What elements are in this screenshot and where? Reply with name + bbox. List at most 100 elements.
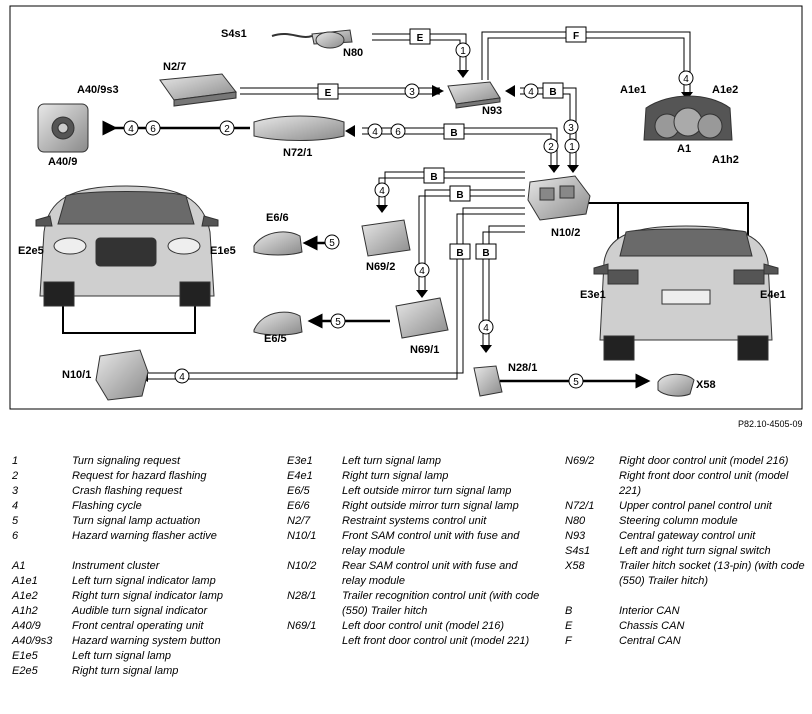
legend-key: S4s1 <box>565 545 591 557</box>
num-circle: 2 <box>548 142 554 153</box>
turn-signal-system-diagram: E F E B B B B B B 1 4 3 4 4 6 2 4 6 3 2 … <box>9 5 803 410</box>
legend-description: Left turn signal lamp <box>72 650 172 662</box>
rear-car-illustration <box>593 225 779 361</box>
upper-control-panel-illustration <box>253 115 345 141</box>
legend-description: Steering column module <box>619 515 738 527</box>
instrument-cluster-illustration <box>643 95 733 141</box>
legend-description: Left and right turn signal switch <box>619 545 771 557</box>
label-n692: N69/2 <box>366 261 395 273</box>
num-circle: 4 <box>128 124 134 135</box>
legend-key: N69/1 <box>287 620 317 632</box>
legend-description: Right door control unit (model 216) <box>619 455 789 467</box>
legend-description: Trailer hitch socket (13-pin) (with code… <box>619 560 805 587</box>
legend-description: Right turn signal lamp <box>72 665 179 677</box>
legend-key <box>287 634 342 649</box>
legend-key: 4 <box>12 500 19 512</box>
figure-reference: P82.10-4505-09 <box>738 419 803 429</box>
legend-row: S4s1 Left and right turn signal switch <box>565 544 805 559</box>
legend-key: 3 <box>12 485 19 497</box>
label-n281: N28/1 <box>508 362 537 374</box>
legend-key: A1 <box>12 560 26 572</box>
trailer-socket-illustration <box>657 373 695 397</box>
num-circle: 2 <box>224 124 230 135</box>
label-e65: E6/5 <box>264 333 287 345</box>
legend-row <box>565 589 805 604</box>
num-circle: 5 <box>573 377 579 388</box>
label-a409: A40/9 <box>48 156 77 168</box>
legend-description: Upper control panel control unit <box>619 500 772 512</box>
bus-b-label-5: B <box>456 248 463 259</box>
legend-description: Front SAM control unit with fuse and rel… <box>342 530 520 557</box>
legend-description: Rear SAM control unit with fuse and rela… <box>342 560 518 587</box>
legend-key: A1e2 <box>12 590 38 602</box>
bus-boxes: E F E B B B B B B <box>317 26 587 260</box>
legend-row: Left front door control unit (model 221) <box>287 634 542 649</box>
legend-key: 6 <box>12 530 19 542</box>
legend-description: Left front door control unit (model 221) <box>342 635 530 647</box>
legend-description: Right front door control unit (model 221… <box>619 470 789 497</box>
num-circle: 6 <box>395 127 401 138</box>
num-circle: 5 <box>335 317 341 328</box>
legend-key: A40/9 <box>12 620 41 632</box>
label-n102: N10/2 <box>551 227 580 239</box>
front-operating-unit-illustration <box>37 103 89 153</box>
legend-key: E4e1 <box>287 470 313 482</box>
legend-description: Chassis CAN <box>619 620 685 632</box>
legend-key: N72/1 <box>565 500 595 512</box>
num-circle: 3 <box>409 87 415 98</box>
label-e1e5: E1e5 <box>210 245 236 257</box>
legend-row: X58 Trailer hitch socket (13-pin) (with c… <box>565 559 805 589</box>
label-e3e1: E3e1 <box>580 289 606 301</box>
legend-key: A40/9s3 <box>12 635 53 647</box>
legend-key: E3e1 <box>287 455 313 467</box>
num-circle: 4 <box>379 186 385 197</box>
num-circle: 4 <box>483 323 489 334</box>
legend-key: N93 <box>565 530 586 542</box>
bus-b-label-1: B <box>549 87 556 98</box>
rear-sam-module-illustration <box>527 175 591 221</box>
legend-description: Trailer recognition control unit (with c… <box>342 590 540 617</box>
front-sam-module-illustration <box>95 349 149 401</box>
legend-description: Restraint systems control unit <box>342 515 487 527</box>
legend-key: E6/5 <box>287 485 310 497</box>
legend-key: N80 <box>565 515 586 527</box>
bus-b-label-4: B <box>456 190 463 201</box>
num-circle: 4 <box>179 372 185 383</box>
num-circle: 3 <box>568 123 574 134</box>
legend-key: 5 <box>12 515 19 527</box>
bus-e-label-2: E <box>325 88 332 99</box>
right-door-control-unit-illustration <box>361 219 411 257</box>
label-e4e1: E4e1 <box>760 289 786 301</box>
left-door-control-unit-illustration <box>395 297 449 339</box>
label-e66: E6/6 <box>266 212 289 224</box>
bus-e-label-1: E <box>417 33 424 44</box>
legend-description: Hazard warning flasher active <box>72 530 217 542</box>
label-n101: N10/1 <box>62 369 91 381</box>
legend-description: Instrument cluster <box>72 560 160 572</box>
legend-key: X58 <box>565 560 585 572</box>
legend-description: Request for hazard flashing <box>72 470 207 482</box>
legend-key: F <box>565 635 572 647</box>
label-a1e1: A1e1 <box>620 84 646 96</box>
legend-description: Right turn signal lamp <box>342 470 449 482</box>
num-circle: 1 <box>569 142 575 153</box>
gateway-module-illustration <box>447 81 501 109</box>
label-n721: N72/1 <box>283 147 312 159</box>
legend-key <box>565 469 619 499</box>
legend-row: Right front door control unit (model 221… <box>565 469 805 499</box>
